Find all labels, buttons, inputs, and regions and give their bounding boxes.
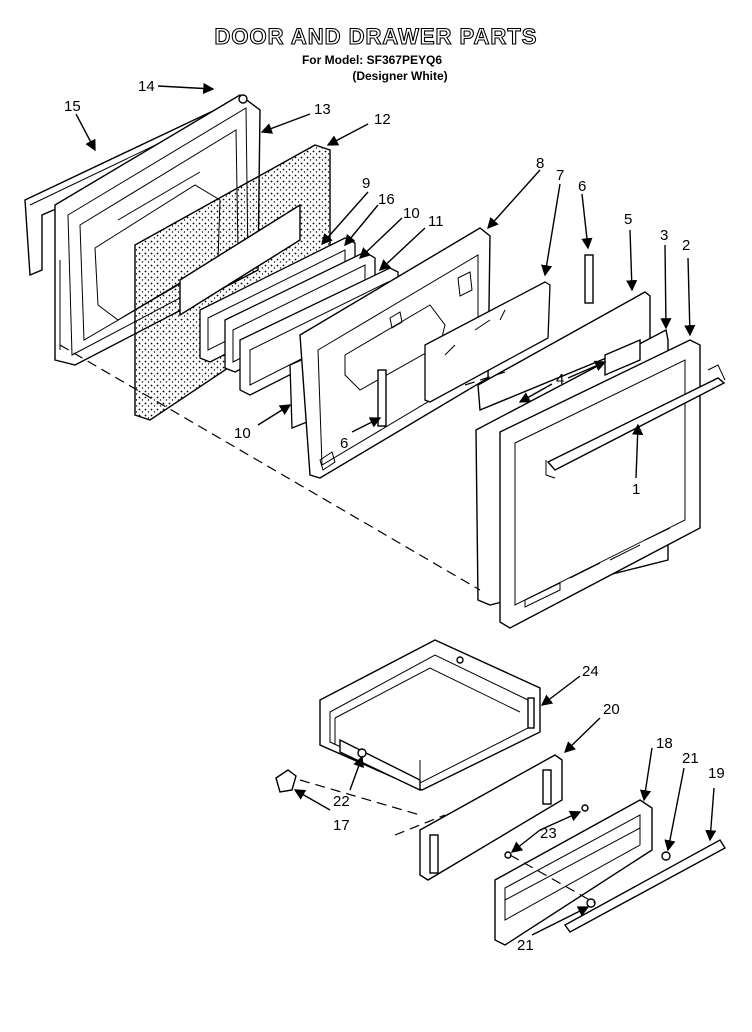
callout-3: 3	[660, 227, 668, 244]
callout-16: 16	[378, 191, 395, 208]
callout-1: 1	[632, 481, 640, 498]
alignment-line-bracket	[299, 779, 421, 816]
model-line: For Model: SF367PEYQ6	[302, 53, 442, 67]
callout-13: 13	[314, 101, 331, 118]
callout-14: 14	[138, 78, 155, 95]
callout-20: 20	[603, 701, 620, 718]
callout-5: 5	[624, 211, 632, 228]
callout-21-right: 21	[682, 750, 699, 767]
callout-15: 15	[64, 98, 81, 115]
alignment-line-door	[59, 344, 481, 591]
color-line: (Designer White)	[352, 69, 447, 83]
callout-6-left: 6	[340, 435, 348, 452]
callout-18: 18	[656, 735, 673, 752]
callout-7: 7	[556, 167, 564, 184]
part-6-clip-right	[584, 254, 594, 304]
part-21-nut-right	[661, 851, 671, 861]
callout-21-left: 21	[517, 937, 534, 954]
insulation-cutout	[179, 203, 301, 317]
part-24-drawer-body	[319, 639, 541, 792]
part-5-panel	[477, 291, 651, 412]
part-23-screw-right	[581, 804, 589, 812]
callout-4: 4	[556, 371, 564, 388]
callout-9: 9	[362, 175, 370, 192]
callout-11: 11	[428, 213, 444, 230]
callout-2: 2	[682, 237, 690, 254]
part-13-inner-door	[54, 94, 261, 366]
callout-6-right: 6	[578, 178, 586, 195]
diagram-title: DOOR AND DRAWER PARTS	[215, 24, 538, 49]
callout-10-bottom: 10	[234, 425, 251, 442]
part-17-bracket	[275, 769, 297, 793]
callouts: 14 15 13 12 9 16 10 11 8 7 6 5 3 2 4 1 1…	[64, 78, 725, 954]
part-7-window-glass	[424, 281, 551, 403]
callout-10-top: 10	[403, 205, 420, 222]
callout-19: 19	[708, 765, 725, 782]
part-20-drawer-front	[419, 754, 563, 881]
callout-23: 23	[540, 825, 557, 842]
callout-24: 24	[582, 663, 599, 680]
callout-8: 8	[536, 155, 544, 172]
callout-17: 17	[333, 817, 350, 834]
alignment-line-drawer	[394, 814, 446, 836]
leader-lines	[75, 82, 717, 936]
part-22-screw	[357, 748, 367, 758]
alignment-line-screw	[509, 854, 596, 904]
callout-12: 12	[374, 111, 391, 128]
part-19-trim	[563, 839, 726, 933]
alignment-line-small	[464, 371, 506, 386]
callout-22: 22	[333, 793, 350, 810]
